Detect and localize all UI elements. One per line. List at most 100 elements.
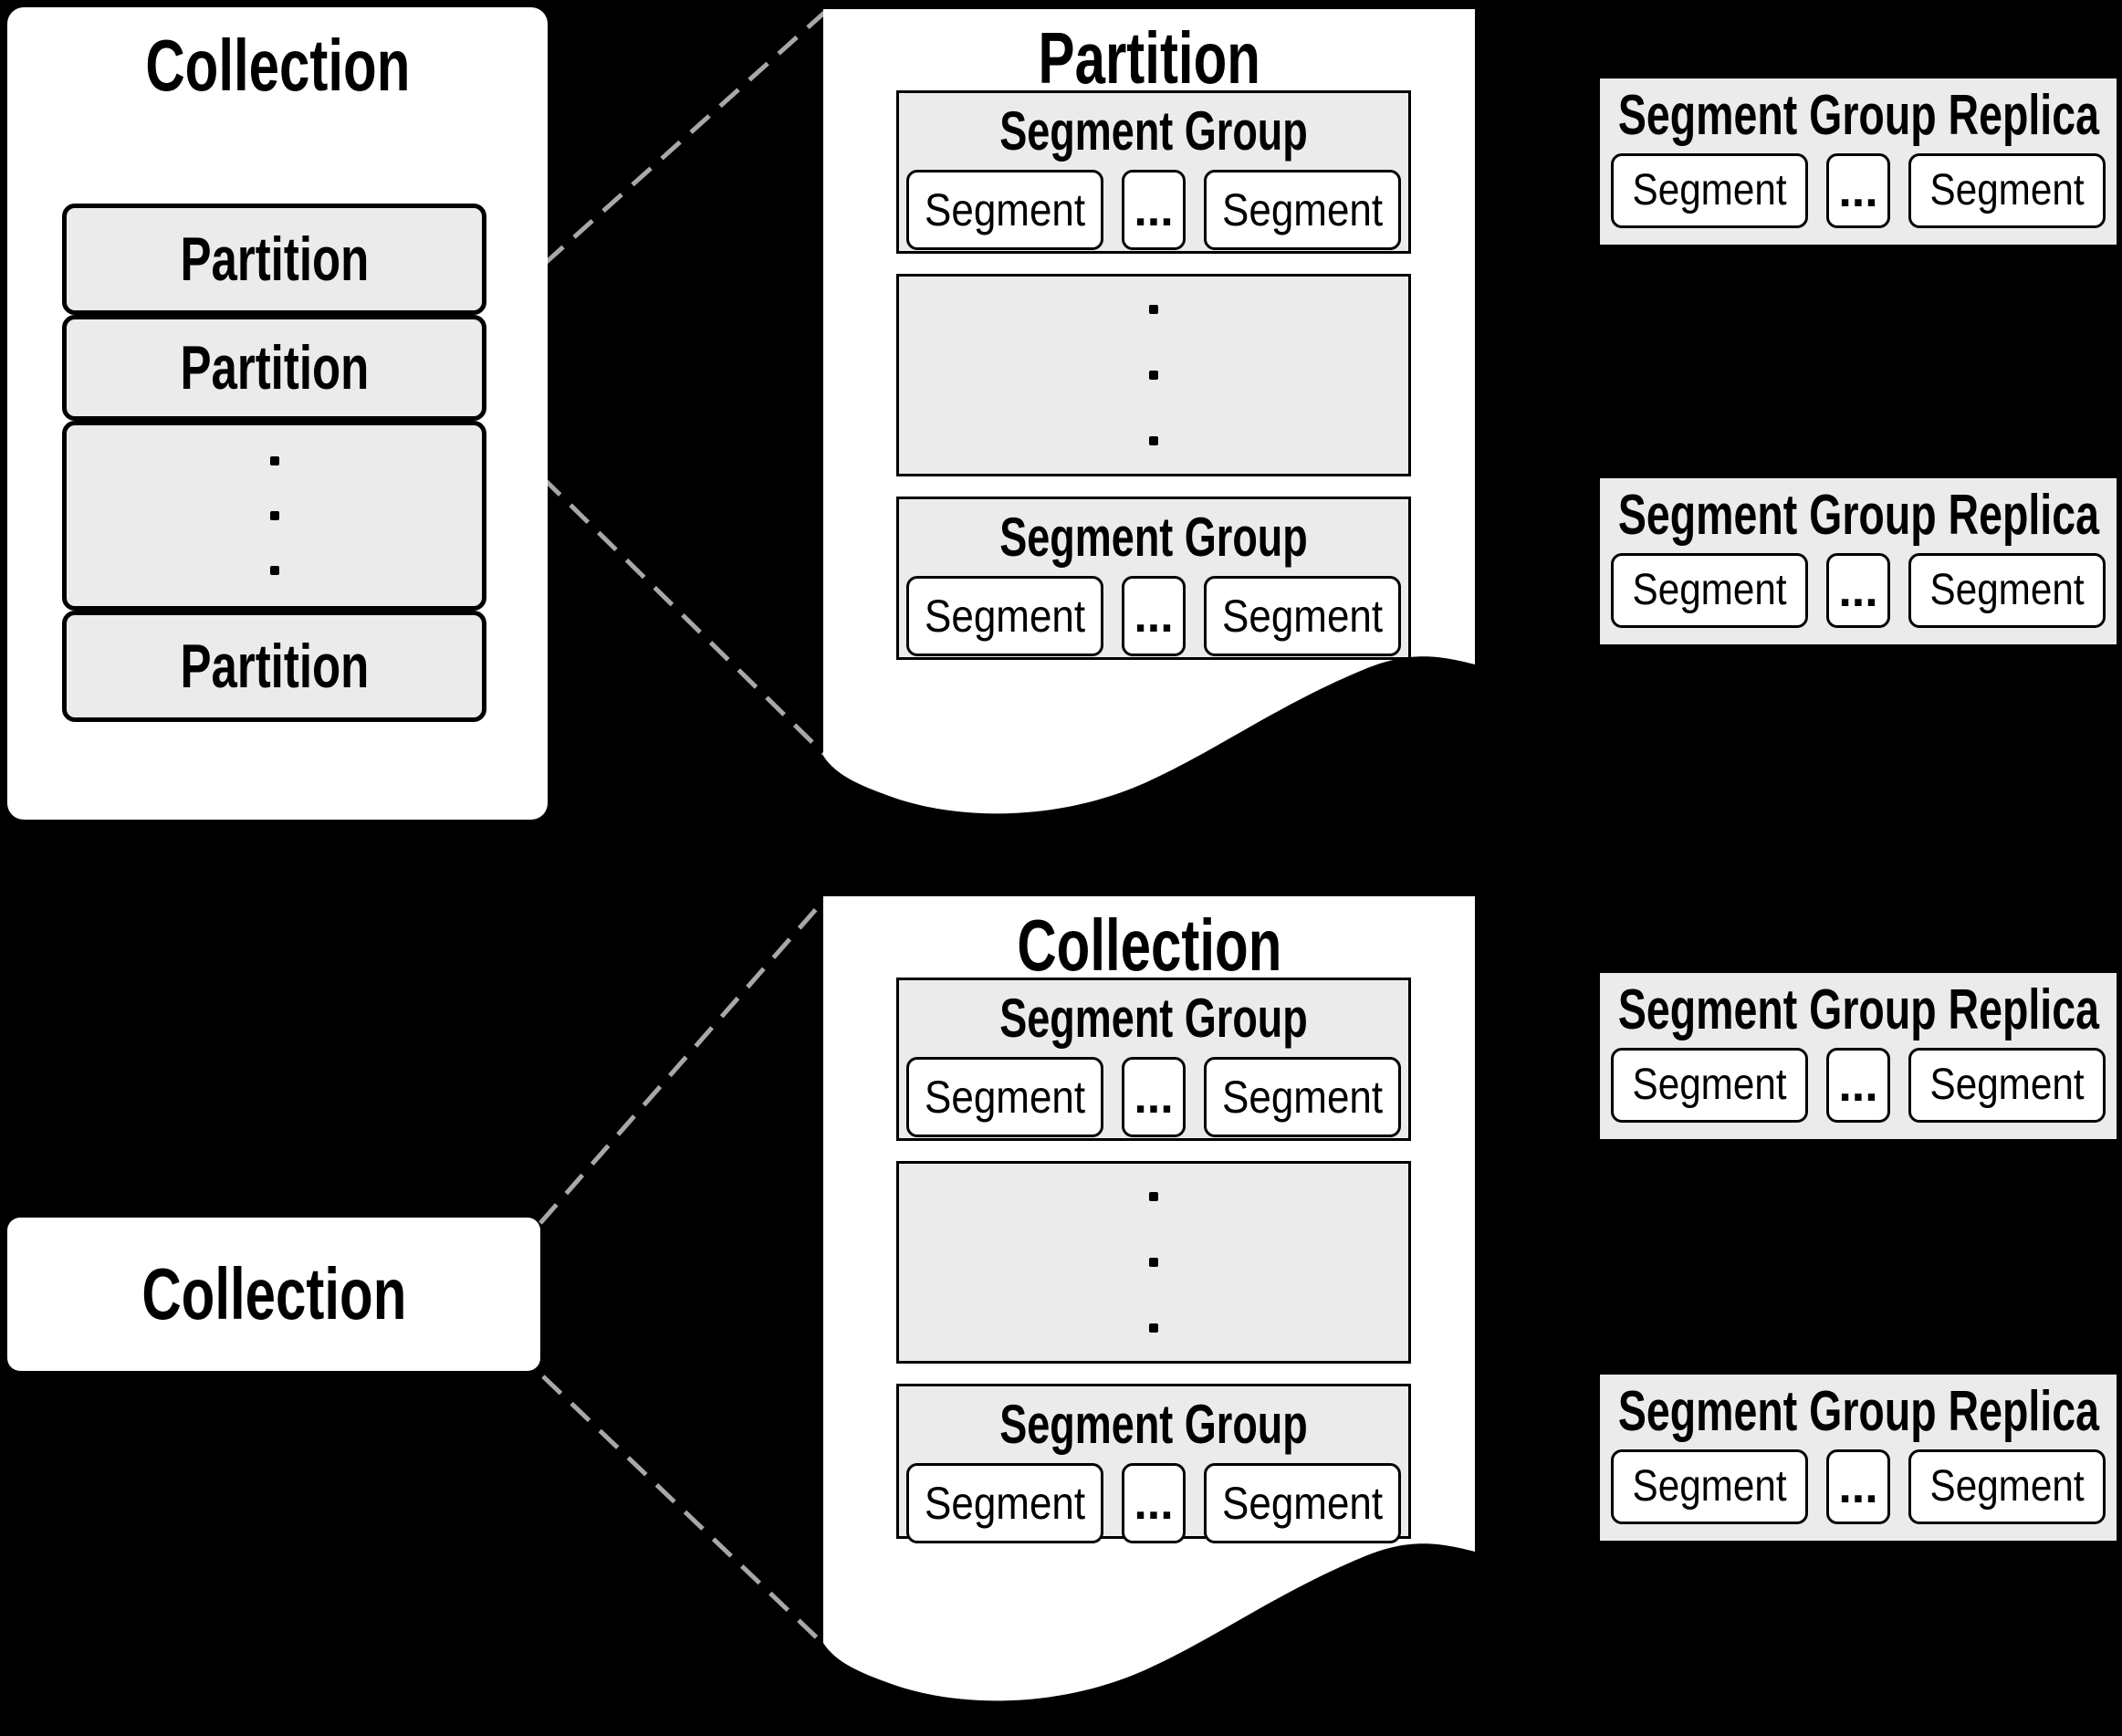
segment-box: Segment xyxy=(1908,1048,2106,1123)
partition-box: Partition xyxy=(62,315,486,421)
partition-stack: Partition Partition Partition xyxy=(62,204,486,722)
segment-label: Segment xyxy=(1632,1462,1787,1511)
segment-label: Segment xyxy=(1929,1462,2085,1511)
ellipsis-box: ... xyxy=(1826,1048,1890,1123)
vertical-ellipsis-icon xyxy=(1149,1192,1158,1333)
segment-row: Segment ... Segment xyxy=(906,1057,1401,1137)
partition-label: Partition xyxy=(180,225,369,294)
ellipsis-box: ... xyxy=(1826,1449,1890,1524)
segment-row: Segment ... Segment xyxy=(1611,153,2106,228)
segment-label: Segment xyxy=(1632,1061,1787,1109)
segment-box: Segment xyxy=(1908,553,2106,628)
replica-title: Segment Group Replica xyxy=(1617,978,2099,1041)
segment-box: Segment xyxy=(1611,1449,1808,1524)
segment-group-box: Segment Group Segment ... Segment xyxy=(896,497,1411,660)
ellipsis-dot xyxy=(269,456,279,465)
ellipsis-dot xyxy=(1149,1192,1158,1201)
collection-card: Collection xyxy=(7,1218,540,1371)
partition-ellipsis-box xyxy=(62,421,486,611)
segment-label: Segment xyxy=(1632,166,1787,214)
ellipsis-label: ... xyxy=(1134,589,1174,643)
segment-group-box: Segment Group Segment ... Segment xyxy=(896,978,1411,1141)
ellipsis-dot xyxy=(269,511,279,520)
segment-box: Segment xyxy=(906,170,1103,250)
segment-group-replica-box: Segment Group Replica Segment ... Segmen… xyxy=(1600,78,2117,245)
segment-group-title: Segment Group xyxy=(999,988,1308,1049)
segment-box: Segment xyxy=(1204,170,1401,250)
ellipsis-dot xyxy=(1149,436,1158,445)
segment-box: Segment xyxy=(1204,576,1401,656)
paper-partition-detail: Partition Segment Group Segment ... Segm… xyxy=(823,9,1475,853)
segment-row: Segment ... Segment xyxy=(1611,553,2106,628)
segment-label: Segment xyxy=(1929,166,2085,214)
segment-label: Segment xyxy=(924,591,1086,642)
ellipsis-box: ... xyxy=(1122,170,1186,250)
segment-label: Segment xyxy=(1221,1072,1384,1123)
paper-title: Collection xyxy=(1016,905,1282,986)
ellipsis-dot xyxy=(1149,305,1158,314)
segment-label: Segment xyxy=(924,1478,1086,1529)
segment-box: Segment xyxy=(906,576,1103,656)
paper-collection-detail: Collection Segment Group Segment ... Seg… xyxy=(823,896,1475,1736)
collection-panel: Collection Partition Partition Partition xyxy=(7,7,548,820)
ellipsis-dot xyxy=(1149,1258,1158,1267)
collection-panel-title: Collection xyxy=(144,25,411,106)
segment-box: Segment xyxy=(1204,1057,1401,1137)
segment-label: Segment xyxy=(1221,184,1384,235)
partition-label: Partition xyxy=(180,333,369,403)
vertical-ellipsis-icon xyxy=(269,456,279,575)
segment-label: Segment xyxy=(1221,1478,1384,1529)
segment-label: Segment xyxy=(1929,1061,2085,1109)
vertical-ellipsis-icon xyxy=(1149,305,1158,445)
ellipsis-dot xyxy=(1149,371,1158,380)
partition-box: Partition xyxy=(62,204,486,315)
ellipsis-dot xyxy=(1149,1323,1158,1333)
partition-box: Partition xyxy=(62,611,486,722)
segment-group-replica-box: Segment Group Replica Segment ... Segmen… xyxy=(1600,1375,2117,1541)
ellipsis-box: ... xyxy=(1122,1057,1186,1137)
expansion-dashed-line xyxy=(541,1375,826,1647)
partition-label: Partition xyxy=(180,632,369,701)
segment-group-title: Segment Group xyxy=(999,100,1308,162)
segment-label: Segment xyxy=(1632,566,1787,614)
ellipsis-label: ... xyxy=(1838,563,1878,617)
ellipsis-label: ... xyxy=(1838,1459,1878,1513)
ellipsis-label: ... xyxy=(1134,1070,1174,1124)
segment-box: Segment xyxy=(1611,1048,1808,1123)
segment-group-box: Segment Group Segment ... Segment xyxy=(896,1384,1411,1543)
segment-group-replica-box: Segment Group Replica Segment ... Segmen… xyxy=(1600,973,2117,1139)
ellipsis-label: ... xyxy=(1134,1476,1174,1530)
segment-box: Segment xyxy=(906,1057,1103,1137)
ellipsis-label: ... xyxy=(1838,163,1878,217)
segment-group-ellipsis-box xyxy=(896,1161,1411,1364)
segment-box: Segment xyxy=(906,1463,1103,1543)
segment-group-box: Segment Group Segment ... Segment xyxy=(896,90,1411,254)
segment-row: Segment ... Segment xyxy=(1611,1449,2106,1524)
segment-box: Segment xyxy=(1204,1463,1401,1543)
ellipsis-box: ... xyxy=(1826,153,1890,228)
segment-group-ellipsis-box xyxy=(896,274,1411,476)
segment-group-title: Segment Group xyxy=(999,1394,1308,1455)
segment-label: Segment xyxy=(1929,566,2085,614)
segment-label: Segment xyxy=(924,1072,1086,1123)
ellipsis-label: ... xyxy=(1134,183,1174,236)
paper-title: Partition xyxy=(1038,17,1260,99)
segment-row: Segment ... Segment xyxy=(1611,1048,2106,1123)
segment-label: Segment xyxy=(924,184,1086,235)
segment-box: Segment xyxy=(1908,1449,2106,1524)
segment-box: Segment xyxy=(1611,553,1808,628)
segment-group-title: Segment Group xyxy=(999,507,1308,568)
ellipsis-box: ... xyxy=(1826,553,1890,628)
replica-title: Segment Group Replica xyxy=(1617,484,2099,547)
ellipsis-dot xyxy=(269,566,279,575)
ellipsis-box: ... xyxy=(1122,576,1186,656)
replica-title: Segment Group Replica xyxy=(1617,84,2099,147)
segment-box: Segment xyxy=(1908,153,2106,228)
ellipsis-label: ... xyxy=(1838,1058,1878,1112)
collection-card-title: Collection xyxy=(141,1253,407,1334)
segment-row: Segment ... Segment xyxy=(906,1463,1401,1543)
replica-title: Segment Group Replica xyxy=(1617,1380,2099,1443)
expansion-dashed-line xyxy=(538,898,826,1225)
segment-row: Segment ... Segment xyxy=(906,170,1401,250)
